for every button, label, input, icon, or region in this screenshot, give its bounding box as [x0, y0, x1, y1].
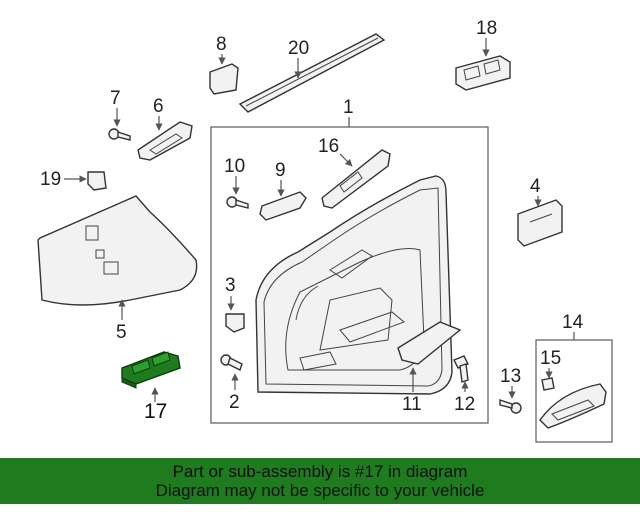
handle-9 [259, 191, 307, 221]
clip-15 [541, 377, 555, 391]
callout-20: 20 [288, 38, 309, 59]
bolt-13 [499, 399, 522, 414]
callout-11: 11 [402, 394, 422, 415]
callout-4: 4 [530, 176, 541, 197]
belt-moulding [238, 33, 386, 113]
bracket-6 [137, 121, 193, 161]
insulation-sheet-5 [37, 195, 198, 306]
callout-12: 12 [454, 394, 475, 415]
bolt-12 [453, 355, 469, 383]
switch-panel-16 [321, 149, 391, 209]
callout-3: 3 [225, 275, 236, 296]
banner-line-2: Diagram may not be specific to your vehi… [155, 481, 485, 500]
callout-6: 6 [153, 96, 164, 117]
door-trim-panel [255, 175, 453, 395]
clip-3 [225, 313, 245, 333]
callout-10: 10 [224, 156, 245, 177]
banner-line-1: Part or sub-assembly is #17 in diagram [172, 462, 468, 481]
callout-9: 9 [275, 160, 286, 181]
window-switch-17[interactable] [121, 351, 181, 389]
callout-1: 1 [343, 97, 354, 118]
callout-14: 14 [562, 312, 584, 333]
callout-5: 5 [116, 322, 127, 343]
trim-piece-11 [397, 321, 462, 365]
module-4 [517, 199, 563, 247]
screw-2 [220, 354, 243, 371]
window-switch-18 [455, 55, 511, 91]
callout-2: 2 [229, 392, 240, 413]
screw-7 [108, 128, 131, 141]
callout-13: 13 [500, 366, 521, 387]
cover-part-8 [209, 63, 239, 95]
callout-19: 19 [40, 169, 61, 190]
switch-bezel-14 [539, 383, 607, 429]
screw-10 [226, 196, 249, 209]
callout-15: 15 [540, 348, 561, 369]
callout-7: 7 [110, 88, 121, 109]
callout-18: 18 [476, 18, 497, 39]
callout-8: 8 [216, 34, 227, 55]
clip-19 [87, 171, 107, 191]
info-banner: Part or sub-assembly is #17 in diagram D… [0, 458, 640, 504]
callout-16: 16 [318, 136, 339, 157]
callout-17: 17 [144, 400, 167, 423]
